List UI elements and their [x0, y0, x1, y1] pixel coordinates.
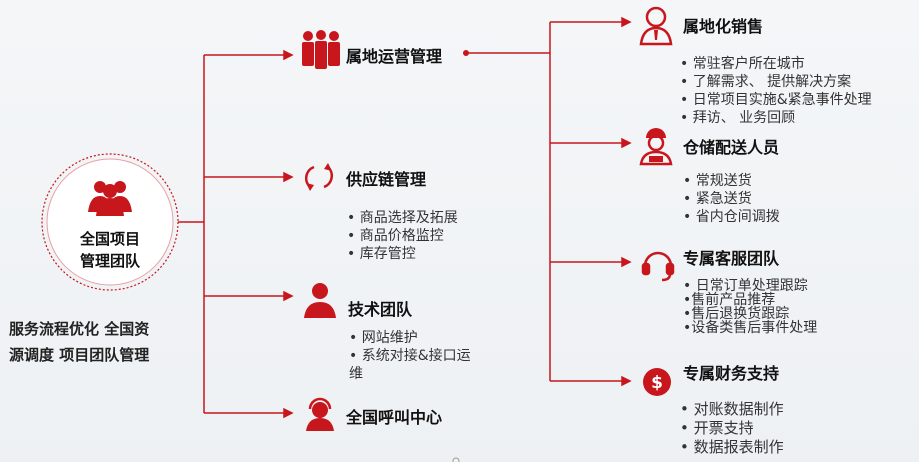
list-item: • 拜访、 业务回顾	[680, 110, 796, 126]
tech-team-items: • 网站维护 • 系统对接&接口运 维	[349, 329, 471, 383]
list-item: 维	[349, 366, 363, 382]
warehouse-delivery-items: • 常规送货 • 紧急送货 • 省内仓间调拨	[683, 172, 780, 226]
list-item: • 网站维护	[349, 330, 418, 346]
customer-service-items: • 日常订单处理跟踪 •售前产品推荐 •售后退换货跟踪 •设备类售后事件处理	[683, 279, 817, 335]
list-item: • 对账数据制作	[680, 400, 784, 418]
headset-agent-icon	[306, 397, 334, 431]
center-title: 全国项目 管理团队	[68, 228, 152, 272]
salesperson-icon	[639, 6, 673, 46]
list-item: • 系统对接&接口运	[349, 348, 471, 364]
branch-title-warehouse-delivery: 仓储配送人员	[683, 138, 780, 157]
list-item: • 商品选择及拓展	[347, 210, 458, 226]
team-icon	[302, 30, 340, 69]
supply-chain-items: • 商品选择及拓展 • 商品价格监控 • 库存管控	[347, 209, 458, 263]
list-item: • 省内仓间调拨	[683, 209, 780, 225]
list-item: • 日常订单处理跟踪	[683, 278, 808, 294]
summary-line1: 服务流程优化 全国资	[9, 320, 150, 338]
center-circle	[46, 158, 174, 286]
list-item: •设备类售后事件处理	[683, 320, 818, 336]
headphones-icon	[641, 251, 675, 282]
svg-text:$: $	[651, 373, 663, 393]
team-icon	[88, 181, 132, 216]
branch-title-customer-service: 专属客服团队	[683, 249, 780, 268]
list-item: • 库存管控	[347, 246, 416, 262]
branch-title-supply-chain: 供应链管理	[346, 170, 427, 189]
list-item: • 常驻客户所在城市	[680, 56, 805, 72]
local-sales-items: • 常驻客户所在城市 • 了解需求、 提供解决方案 • 日常项目实施&紧急事件处…	[680, 55, 872, 127]
delivery-person-icon	[639, 128, 673, 166]
list-item: •售后退换货跟踪	[683, 306, 790, 322]
list-item: • 商品价格监控	[347, 228, 444, 244]
refresh-arrows-icon	[304, 163, 334, 191]
list-item: • 了解需求、 提供解决方案	[680, 74, 852, 90]
branch-title-call-center: 全国呼叫中心	[346, 408, 443, 427]
list-item: • 开票支持	[680, 419, 754, 437]
center-title-line1: 全国项目	[79, 230, 140, 248]
dollar-icon: $	[643, 368, 671, 396]
list-item: • 日常项目实施&紧急事件处理	[680, 92, 872, 108]
summary-text: 服务流程优化 全国资 源调度 项目团队管理	[9, 316, 149, 368]
summary-line2: 源调度 项目团队管理	[9, 346, 150, 364]
branch-title-local-sales: 属地化销售	[683, 17, 764, 36]
center-title-line2: 管理团队	[79, 252, 140, 270]
finance-support-items: • 对账数据制作 • 开票支持 • 数据报表制作	[680, 400, 784, 457]
person-icon	[304, 283, 336, 318]
branch-title-finance-support: 专属财务支持	[683, 364, 780, 383]
branch-title-tech-team: 技术团队	[348, 300, 413, 319]
list-item: •售前产品推荐	[683, 292, 776, 308]
list-item: • 紧急送货	[683, 191, 752, 207]
list-item: • 常规送货	[683, 173, 752, 189]
branch-title-local-operations: 属地运营管理	[346, 47, 443, 66]
list-item: • 数据报表制作	[680, 438, 784, 456]
